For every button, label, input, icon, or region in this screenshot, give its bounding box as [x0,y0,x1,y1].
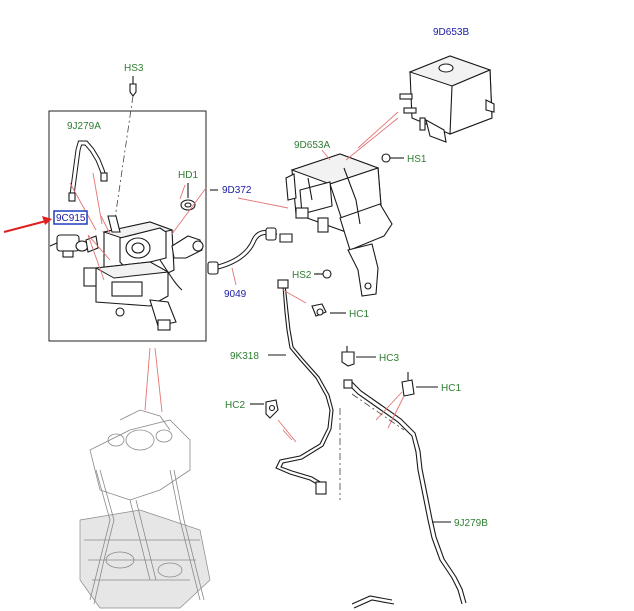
label-hc1-lower: HC1 [441,383,461,394]
label-9c915: 9C915 [56,213,86,224]
valve-9c915 [49,234,99,258]
leader-hc1-lower [375,391,403,421]
pipe-9k318 [275,279,334,495]
hs2-nut [316,269,332,279]
vehicle-underbody-ghost [79,409,211,609]
leader-9049 [231,267,237,286]
leader-hc1-lower-b [387,395,405,429]
pointer-arrow [3,216,52,233]
label-hc3: HC3 [379,353,399,364]
hc2-clip [265,399,279,419]
label-9d653b: 9D653B [433,27,469,38]
hs3-stud [129,76,137,97]
pipe-9j279b [343,379,467,609]
highlight-box-9c915 [53,210,88,225]
label-hc1-upper: HC1 [349,309,369,320]
frame-leaders [69,172,207,413]
axis-line-right [351,393,405,431]
label-9k318: 9K318 [230,351,259,362]
hc1-clip-upper [311,303,327,317]
hose-9049 [207,227,293,275]
hs3-axis-line [112,95,134,233]
leader-9d653b-a [357,111,399,149]
label-9049: 9049 [224,289,247,300]
label-9d653a: 9D653A [294,140,330,151]
label-hs1: HS1 [407,154,427,165]
label-9j279a: 9J279A [67,121,101,132]
label-hc2: HC2 [225,400,245,411]
hc3-clip [341,346,355,367]
leader-9k318-a [282,289,307,304]
hs1-screw [381,153,404,163]
leader-9d372 [237,197,289,209]
label-hs3: HS3 [124,63,144,74]
leader-hc2 [277,419,297,443]
label-9j279b: 9J279B [454,518,488,529]
leader-9k318-b [282,429,293,441]
label-ticks [210,189,451,523]
leader-9d653b-b [345,117,399,161]
canister-9d653b [399,55,495,143]
label-hs2: HS2 [292,270,312,281]
hc1-clip-lower [401,372,415,397]
pipe-9j279a [68,140,108,202]
canister-9d653a [285,153,393,297]
label-9d372: 9D372 [222,185,252,196]
canister-assembly [83,215,204,331]
leader-9d653a [321,149,331,161]
detail-frame [48,110,207,342]
label-hd1: HD1 [178,170,198,181]
